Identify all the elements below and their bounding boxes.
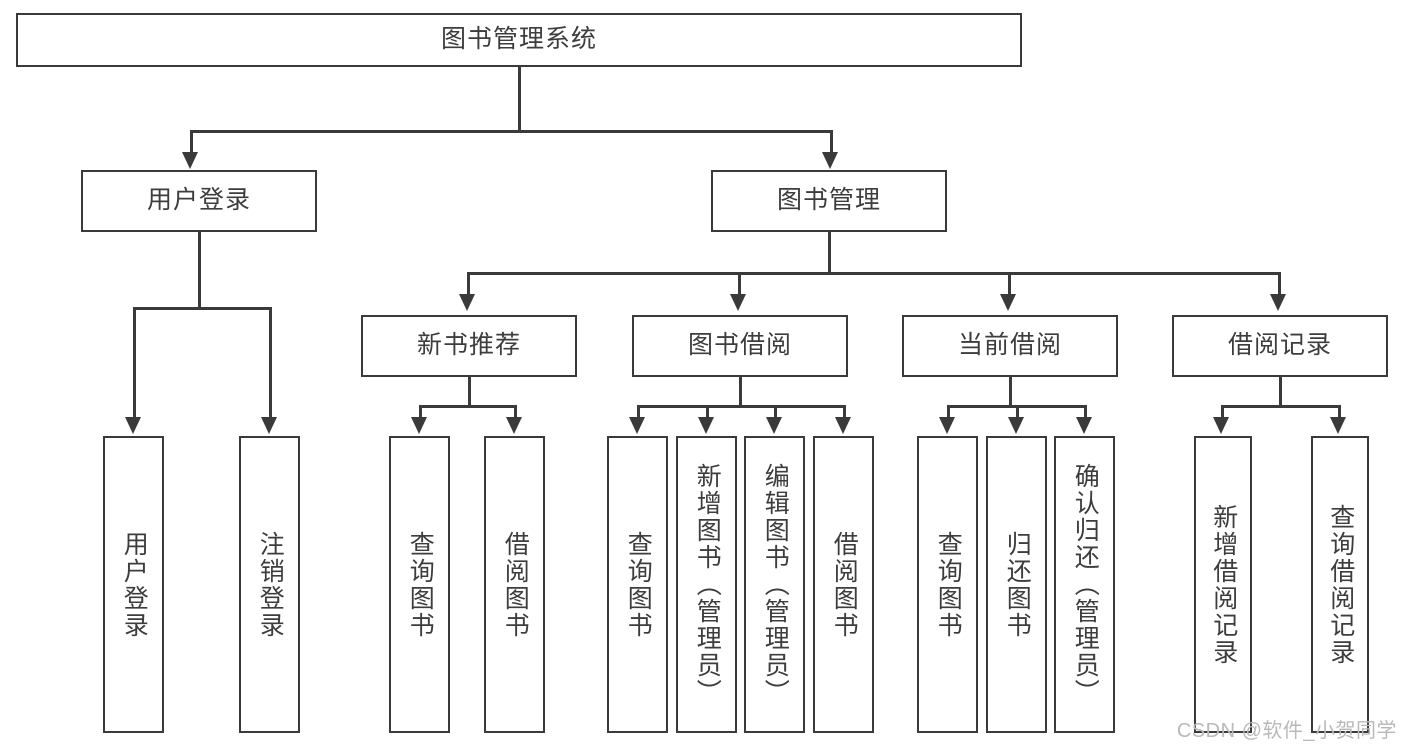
arrowhead-bb-leaf-3 [766, 417, 782, 434]
arrowhead-cb-leaf-3 [1076, 417, 1092, 434]
arrowhead-br-leaf-2 [1330, 417, 1346, 434]
edge-nbr-trunk [468, 377, 471, 407]
edge-book-management-bus [467, 272, 1280, 275]
leaf-edit-book-admin[interactable]: 编辑图书（管理员） [744, 436, 805, 733]
edge-user-login-to-leaf-2 [269, 307, 272, 419]
edge-cb-to-leaf-2 [1016, 405, 1019, 419]
node-new-book-recommend[interactable]: 新书推荐 [361, 315, 577, 377]
edge-root-bus [190, 130, 832, 133]
node-label: 用户登录 [146, 186, 251, 215]
node-label: 查询图书 [406, 530, 435, 639]
leaf-query-book-current[interactable]: 查询图书 [917, 436, 978, 733]
leaf-add-borrow-record[interactable]: 新增借阅记录 [1194, 436, 1252, 733]
edge-br-bus [1221, 405, 1340, 408]
arrowhead-book-borrow [730, 294, 746, 311]
node-label: 图书管理 [776, 186, 881, 215]
edge-user-login-trunk [198, 232, 201, 309]
node-label: 查询借阅记录 [1326, 503, 1355, 666]
node-label: 借阅图书 [830, 530, 859, 639]
edge-bm-to-book-borrow [738, 272, 741, 296]
leaf-borrow-book[interactable]: 借阅图书 [813, 436, 874, 733]
leaf-confirm-return-admin[interactable]: 确认归还（管理员） [1054, 436, 1115, 733]
node-label: 编辑图书（管理员） [761, 463, 790, 706]
edge-bb-to-leaf-4 [843, 405, 846, 419]
node-borrow-record[interactable]: 借阅记录 [1172, 315, 1388, 377]
node-label: 图书借阅 [687, 331, 792, 360]
node-label: 用户登录 [120, 530, 149, 639]
edge-bb-trunk [739, 377, 742, 407]
leaf-query-book-borrow[interactable]: 查询图书 [607, 436, 668, 733]
watermark-text: CSDN @软件_小贺同学 [1176, 720, 1397, 742]
arrowhead-borrow-record [1270, 294, 1286, 311]
node-label: 当前借阅 [957, 331, 1062, 360]
arrowhead-book-management [822, 152, 838, 169]
edge-nbr-to-leaf-2 [514, 405, 517, 419]
edge-book-management-trunk [828, 232, 831, 274]
edge-nbr-to-leaf-1 [419, 405, 422, 419]
node-label: 新增借阅记录 [1209, 503, 1238, 666]
arrowhead-bb-leaf-2 [698, 417, 714, 434]
node-label: 新增图书（管理员） [693, 463, 722, 706]
edge-br-trunk [1279, 377, 1282, 407]
node-current-borrow[interactable]: 当前借阅 [902, 315, 1118, 377]
arrowhead-leaf-user-login [125, 417, 141, 434]
arrowhead-new-book-recommend [459, 294, 475, 311]
leaf-borrow-book-recommend[interactable]: 借阅图书 [484, 436, 545, 733]
node-label: 图书管理系统 [440, 25, 597, 54]
arrowhead-bb-leaf-1 [629, 417, 645, 434]
edge-root-trunk [518, 67, 521, 132]
edge-br-to-leaf-2 [1338, 405, 1341, 419]
edge-cb-to-leaf-3 [1084, 405, 1087, 419]
edge-br-to-leaf-1 [1221, 405, 1224, 419]
edge-cb-to-leaf-1 [947, 405, 950, 419]
edge-user-login-to-leaf-1 [133, 307, 136, 419]
edge-bb-to-leaf-2 [706, 405, 709, 419]
node-root-book-management-system[interactable]: 图书管理系统 [16, 13, 1022, 67]
edge-bm-to-current-borrow [1008, 272, 1011, 296]
edge-bb-to-leaf-1 [637, 405, 640, 419]
node-label: 注销登录 [256, 530, 285, 639]
node-book-borrow[interactable]: 图书借阅 [632, 315, 848, 377]
edge-bb-bus [637, 405, 843, 408]
node-user-login[interactable]: 用户登录 [81, 170, 317, 232]
node-label: 查询图书 [934, 530, 963, 639]
node-label: 新书推荐 [416, 331, 521, 360]
node-label: 归还图书 [1003, 530, 1032, 639]
edge-root-to-book-management [830, 130, 833, 154]
edge-bm-to-borrow-record [1278, 272, 1281, 296]
arrowhead-nbr-leaf-2 [506, 417, 522, 434]
node-book-management[interactable]: 图书管理 [711, 170, 947, 232]
leaf-user-login[interactable]: 用户登录 [103, 436, 164, 733]
arrowhead-nbr-leaf-1 [411, 417, 427, 434]
edge-bm-to-new-book [467, 272, 470, 296]
node-label: 借阅图书 [501, 530, 530, 639]
leaf-add-book-admin[interactable]: 新增图书（管理员） [676, 436, 737, 733]
leaf-query-borrow-record[interactable]: 查询借阅记录 [1311, 436, 1369, 733]
leaf-return-book[interactable]: 归还图书 [986, 436, 1047, 733]
arrowhead-user-login [182, 152, 198, 169]
arrowhead-cb-leaf-2 [1008, 417, 1024, 434]
edge-cb-trunk [1009, 377, 1012, 407]
leaf-query-book-recommend[interactable]: 查询图书 [389, 436, 450, 733]
edge-bb-to-leaf-3 [774, 405, 777, 419]
edge-cb-bus [947, 405, 1084, 408]
leaf-logout[interactable]: 注销登录 [239, 436, 300, 733]
node-label: 确认归还（管理员） [1071, 463, 1100, 706]
arrowhead-cb-leaf-1 [939, 417, 955, 434]
node-label: 查询图书 [624, 530, 653, 639]
arrowhead-br-leaf-1 [1213, 417, 1229, 434]
arrowhead-current-borrow [1000, 294, 1016, 311]
edge-nbr-bus [419, 405, 517, 408]
arrowhead-leaf-logout [261, 417, 277, 434]
edge-user-login-bus [133, 307, 271, 310]
node-label: 借阅记录 [1227, 331, 1332, 360]
arrowhead-bb-leaf-4 [835, 417, 851, 434]
edge-root-to-user-login [190, 130, 193, 154]
